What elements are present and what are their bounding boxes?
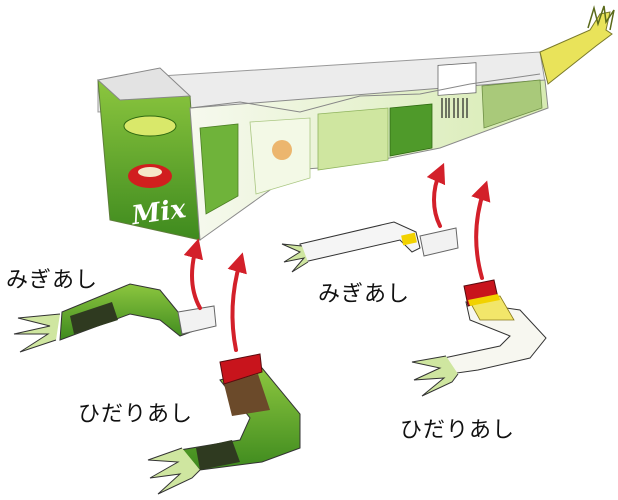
- leg-left-front-toes: [147, 447, 201, 495]
- leg-right-front: [13, 283, 217, 353]
- box-top-edge: [189, 73, 541, 113]
- label-left-leg-front: ひだりあし: [78, 402, 194, 427]
- label-right-leg-back: みぎあし: [318, 282, 411, 307]
- label-right-leg-front: みぎあし: [6, 268, 99, 293]
- leg-right-front-tab: [177, 305, 217, 335]
- leg-left-front-tab: [219, 353, 263, 385]
- leg-right-back: [281, 221, 459, 273]
- leg-right-back-yellow: [401, 232, 417, 246]
- box-photo-panel: [481, 79, 543, 129]
- arrow-right-back: [426, 162, 446, 228]
- body-box: Mix: [96, 5, 615, 241]
- leg-right-back-body: [299, 221, 421, 263]
- box-green-band-2: [389, 103, 433, 157]
- box-grass-segment: [317, 107, 389, 171]
- leg-right-front-toes: [13, 313, 61, 353]
- leg-left-front: [147, 353, 301, 495]
- leg-left-back: [411, 279, 547, 397]
- barcode-lines: [441, 98, 468, 118]
- box-logo: [123, 115, 177, 137]
- leg-right-front-dark: [70, 302, 118, 334]
- box-head-flap: [96, 67, 192, 101]
- arrow-left-back: [471, 180, 491, 280]
- box-sun-graphic: [272, 140, 292, 160]
- leg-left-back-toes: [411, 355, 459, 397]
- box-tail: [539, 11, 613, 85]
- leg-left-front-body: [178, 367, 301, 471]
- box-barcode: [437, 62, 477, 96]
- leg-right-back-tab: [419, 227, 459, 257]
- leg-left-front-dark: [196, 440, 240, 470]
- leg-left-front-photo: [224, 374, 270, 416]
- arrow-left-front: [227, 252, 247, 352]
- leg-left-back-tab-yellow: [468, 294, 500, 306]
- label-left-leg-back: ひだりあし: [400, 418, 516, 443]
- leg-right-back-toes: [281, 243, 309, 273]
- arrow-up-icon: [183, 162, 491, 352]
- arrow-right-front: [183, 238, 204, 310]
- box-tail-spikes: [587, 5, 615, 31]
- box-green-band-1: [199, 123, 239, 215]
- box-cup-top: [138, 167, 162, 177]
